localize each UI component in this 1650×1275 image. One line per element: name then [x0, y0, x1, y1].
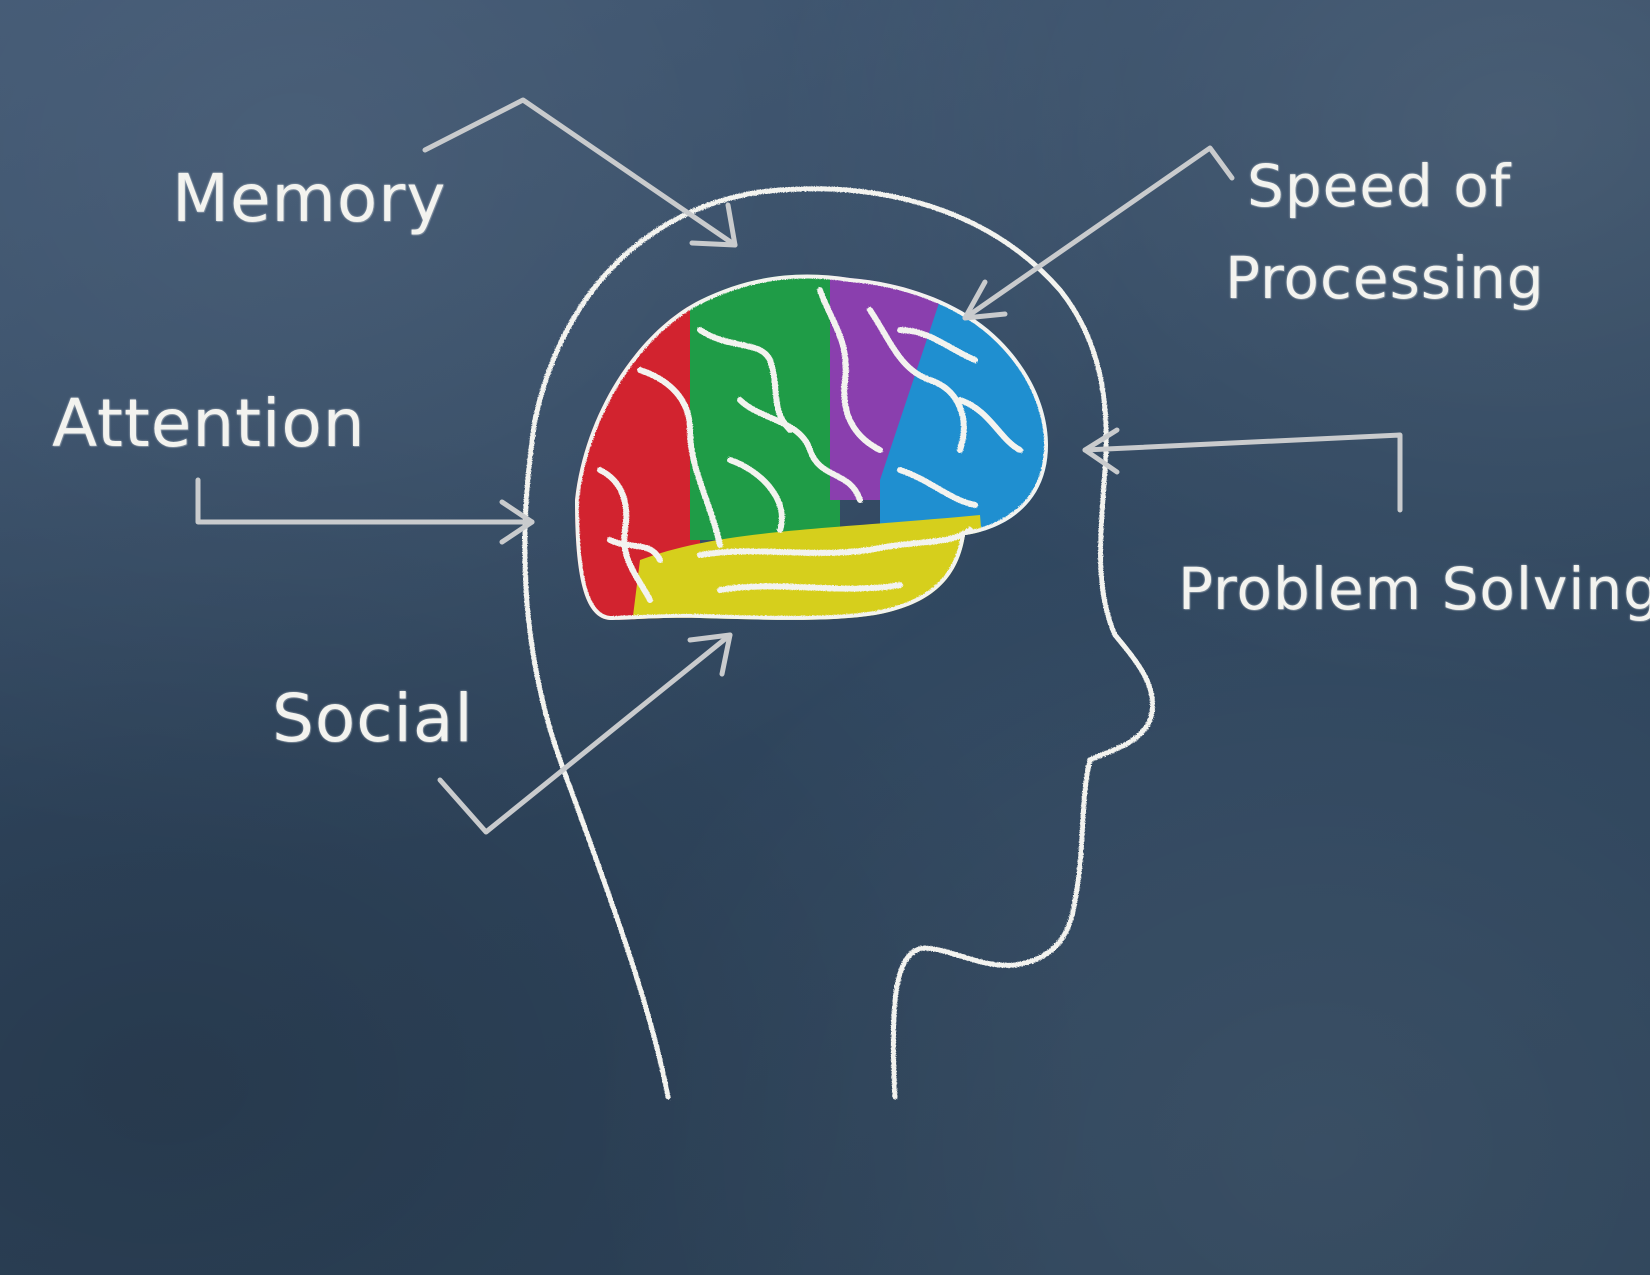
speed-line-1: Speed of [1247, 152, 1512, 220]
social-label: Social [272, 680, 474, 757]
attention-arrow [195, 477, 535, 545]
memory-label: Memory [172, 160, 447, 237]
memory-arrow [422, 97, 738, 248]
problem-solving-label: Problem Solving [1178, 555, 1650, 623]
problem-solving-arrow [1082, 427, 1403, 513]
speed-line-2: Processing [1225, 244, 1545, 312]
speed-of-processing-label: Speed of Processing [1225, 140, 1545, 324]
head-outline [522, 186, 1156, 1100]
speed-arrow [962, 145, 1235, 321]
attention-label: Attention [52, 385, 366, 462]
brain [575, 274, 1048, 620]
social-arrow [437, 632, 733, 835]
